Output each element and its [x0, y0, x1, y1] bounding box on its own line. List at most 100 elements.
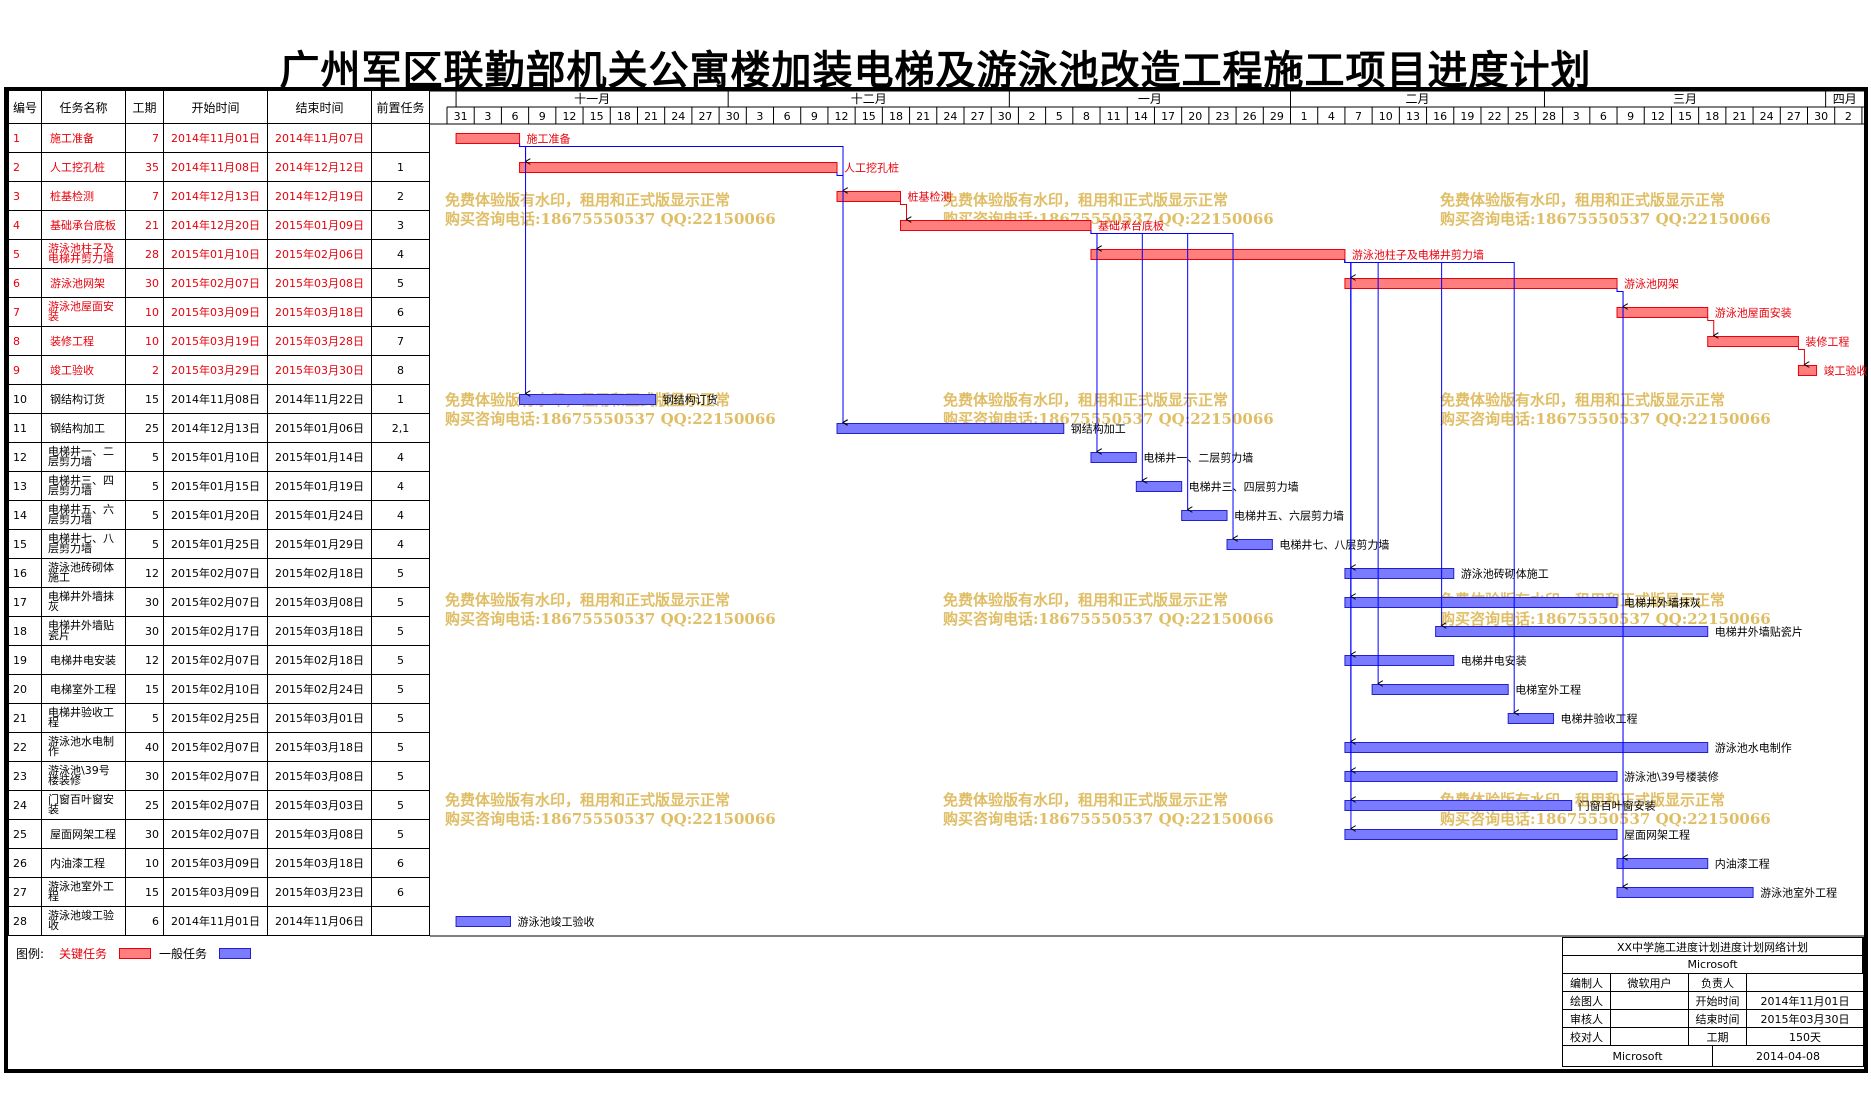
- day-label: 3: [1573, 110, 1580, 123]
- task-pred: 4: [372, 501, 430, 530]
- info-cell: 2014年11月01日: [1747, 992, 1863, 1010]
- task-end: 2015年03月01日: [268, 704, 372, 733]
- task-bar: [1344, 800, 1573, 811]
- task-duration: 25: [126, 791, 164, 820]
- task-name: 电梯室外工程: [42, 675, 126, 704]
- task-pred: 5: [372, 269, 430, 298]
- critical-task-bar: [455, 133, 521, 144]
- task-name: 电梯井外墙抹灰: [42, 588, 126, 617]
- task-id: 11: [8, 414, 42, 443]
- task-pred: 2: [372, 182, 430, 211]
- day-label: 5: [1056, 110, 1063, 123]
- month-label: 四月: [1833, 92, 1857, 106]
- day-label: 20: [1188, 110, 1202, 123]
- info-cell: 开始时间: [1689, 992, 1747, 1010]
- task-id: 24: [8, 791, 42, 820]
- task-start: 2015年03月19日: [164, 327, 268, 356]
- day-label: 24: [1760, 110, 1774, 123]
- day-label: 12: [562, 110, 576, 123]
- month-label: 十二月: [851, 92, 887, 106]
- task-bar: [1507, 713, 1555, 724]
- watermark-line2: 购买咨询电话:18675550537 QQ:22150066: [445, 810, 776, 828]
- bar-label: 游泳池\39号楼装修: [1624, 770, 1719, 784]
- bar-label: 竣工验收: [1824, 364, 1868, 378]
- header-end: 结束时间: [268, 91, 372, 124]
- task-pred: 3: [372, 211, 430, 240]
- watermark-line2: 购买咨询电话:18675550537 QQ:22150066: [445, 610, 776, 628]
- task-start: 2015年02月25日: [164, 704, 268, 733]
- info-cell: 审核人: [1563, 1010, 1611, 1028]
- task-name: 电梯井七、八层剪力墙: [42, 530, 126, 559]
- watermark-line2: 购买咨询电话:18675550537 QQ:22150066: [445, 410, 776, 428]
- task-bar: [1344, 829, 1618, 840]
- day-label: 9: [539, 110, 546, 123]
- task-end: 2015年01月06日: [268, 414, 372, 443]
- task-name: 施工准备: [42, 124, 126, 153]
- header-duration: 工期: [126, 91, 164, 124]
- bar-label: 电梯室外工程: [1515, 683, 1581, 697]
- task-name: 电梯井验收工程: [42, 704, 126, 733]
- bar-label: 游泳池水电制作: [1715, 741, 1792, 755]
- task-pred: 5: [372, 646, 430, 675]
- task-duration: 40: [126, 733, 164, 762]
- day-label: 21: [1732, 110, 1746, 123]
- header-name: 任务名称: [42, 91, 126, 124]
- watermark-line1: 免费体验版有水印，租用和正式版显示正常: [943, 591, 1228, 609]
- task-end: 2015年03月18日: [268, 298, 372, 327]
- critical-task-bar: [1707, 336, 1799, 347]
- task-start: 2014年11月08日: [164, 153, 268, 182]
- task-end: 2015年02月18日: [268, 559, 372, 588]
- task-duration: 5: [126, 501, 164, 530]
- task-name: 游泳池砖砌体施工: [42, 559, 126, 588]
- month-label: 三月: [1673, 92, 1697, 106]
- task-start: 2014年12月13日: [164, 414, 268, 443]
- task-pred: 5: [372, 762, 430, 791]
- task-start: 2015年02月17日: [164, 617, 268, 646]
- day-label: 18: [617, 110, 631, 123]
- task-name: 游泳池屋面安装: [42, 298, 126, 327]
- info-block: XX中学施工进度计划进度计划网络计划 Microsoft 编制人微软用户负责人绘…: [1562, 937, 1864, 1067]
- task-end: 2015年01月09日: [268, 211, 372, 240]
- dependency-link: [1344, 259, 1351, 742]
- dependency-link: [836, 172, 843, 423]
- task-id: 23: [8, 762, 42, 791]
- watermark-line1: 免费体验版有水印，租用和正式版显示正常: [1440, 191, 1725, 209]
- info-cell: 150天: [1747, 1028, 1863, 1046]
- task-duration: 7: [126, 182, 164, 211]
- day-label: 30: [726, 110, 740, 123]
- day-label: 4: [1328, 110, 1335, 123]
- bar-label: 电梯井一、二层剪力墙: [1143, 451, 1253, 465]
- critical-task-bar: [1616, 307, 1709, 318]
- task-start: 2014年12月13日: [164, 182, 268, 211]
- chart-frame: [4, 87, 1868, 1073]
- task-id: 28: [8, 907, 42, 936]
- day-label: 27: [698, 110, 712, 123]
- info-cell: 2015年03月30日: [1747, 1010, 1863, 1028]
- day-label: 2: [1845, 110, 1852, 123]
- task-bar: [1226, 539, 1273, 550]
- task-start: 2015年01月10日: [164, 443, 268, 472]
- task-duration: 15: [126, 878, 164, 907]
- task-end: 2015年03月18日: [268, 733, 372, 762]
- day-label: 14: [1134, 110, 1148, 123]
- task-id: 5: [8, 240, 42, 269]
- task-bar: [1135, 481, 1183, 492]
- task-duration: 12: [126, 559, 164, 588]
- task-id: 9: [8, 356, 42, 385]
- task-start: 2015年02月10日: [164, 675, 268, 704]
- watermark-line1: 免费体验版有水印，租用和正式版显示正常: [445, 791, 730, 809]
- day-label: 10: [1379, 110, 1393, 123]
- month-label: 二月: [1405, 92, 1429, 106]
- task-id: 17: [8, 588, 42, 617]
- day-label: 6: [1600, 110, 1607, 123]
- info-cell: [1747, 974, 1863, 992]
- day-label: 30: [998, 110, 1012, 123]
- day-label: 12: [1651, 110, 1665, 123]
- task-pred: 1: [372, 385, 430, 414]
- task-id: 2: [8, 153, 42, 182]
- task-id: 14: [8, 501, 42, 530]
- task-start: 2015年02月07日: [164, 733, 268, 762]
- watermark-line1: 免费体验版有水印，租用和正式版显示正常: [943, 191, 1228, 209]
- info-footer-right: 2014-04-08: [1756, 1049, 1820, 1063]
- watermark-line2: 购买咨询电话:18675550537 QQ:22150066: [1440, 610, 1771, 628]
